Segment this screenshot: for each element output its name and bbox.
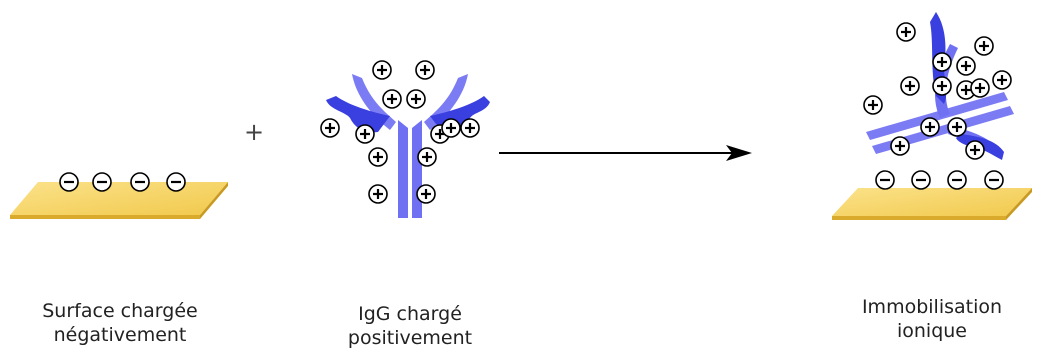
surface-plate-side <box>200 182 228 219</box>
positive-charge <box>460 118 480 138</box>
plus-sign: + <box>244 118 264 146</box>
caption-surface-line1: Surface chargée <box>42 300 198 322</box>
positive-charge <box>382 89 402 109</box>
caption-result: Immobilisation ionique <box>832 295 1032 343</box>
arrow-head <box>726 145 752 161</box>
positive-charge <box>863 95 883 115</box>
negative-charge <box>984 170 1004 190</box>
caption-igg-line1: IgG chargé <box>358 303 462 325</box>
positive-charge <box>932 52 952 72</box>
positive-charge <box>992 70 1012 90</box>
caption-igg-line2: positivement <box>347 327 473 349</box>
negative-charge <box>875 170 895 190</box>
caption-result-line1: Immobilisation <box>861 296 1003 318</box>
positive-charges-igg <box>320 60 480 204</box>
positive-charge <box>416 184 436 204</box>
negative-surface-left <box>10 182 228 219</box>
positive-charge <box>896 22 916 42</box>
positive-charge <box>932 76 952 96</box>
caption-igg: IgG chargé positivement <box>310 302 510 350</box>
negative-charges-left <box>59 172 186 192</box>
negative-surface-right <box>832 188 1032 220</box>
surface-plate-side <box>1006 188 1032 220</box>
antibody-heavy-chain-left <box>398 120 408 218</box>
antibody-heavy-chain-right <box>412 120 422 218</box>
reaction-arrow <box>499 145 752 161</box>
negative-charges-right <box>875 170 1004 190</box>
negative-charge <box>166 172 186 192</box>
positive-charge <box>441 118 461 138</box>
positive-charge <box>974 36 994 56</box>
negative-charge <box>59 172 79 192</box>
caption-surface-line2: négativement <box>53 324 187 346</box>
positive-charge <box>320 118 340 138</box>
positive-charge <box>372 60 392 80</box>
positive-charge <box>355 124 375 144</box>
positive-charge <box>415 60 435 80</box>
caption-surface: Surface chargée négativement <box>20 299 220 347</box>
positive-charge <box>956 56 976 76</box>
surface-plate <box>832 188 1032 216</box>
negative-charge <box>911 170 931 190</box>
surface-plate <box>10 182 228 215</box>
positive-charge <box>406 89 426 109</box>
positive-charge <box>965 140 985 160</box>
positive-charge <box>368 147 388 167</box>
negative-charge <box>130 172 150 192</box>
surface-plate-edge <box>10 215 200 219</box>
positive-charge <box>417 147 437 167</box>
negative-charge <box>92 172 112 192</box>
positive-charge <box>368 184 388 204</box>
igg-antibody <box>326 74 490 218</box>
positive-charge <box>890 136 910 156</box>
negative-charge <box>947 170 967 190</box>
positive-charge <box>947 117 967 137</box>
positive-charge <box>920 117 940 137</box>
positive-charges-immobilized <box>863 22 1012 160</box>
positive-charge <box>900 76 920 96</box>
antibody-stem-upper <box>866 92 1008 140</box>
antibody-light-chain-left <box>326 96 390 133</box>
caption-result-line2: ionique <box>896 320 968 342</box>
surface-plate-edge <box>832 216 1006 220</box>
positive-charge <box>970 78 990 98</box>
